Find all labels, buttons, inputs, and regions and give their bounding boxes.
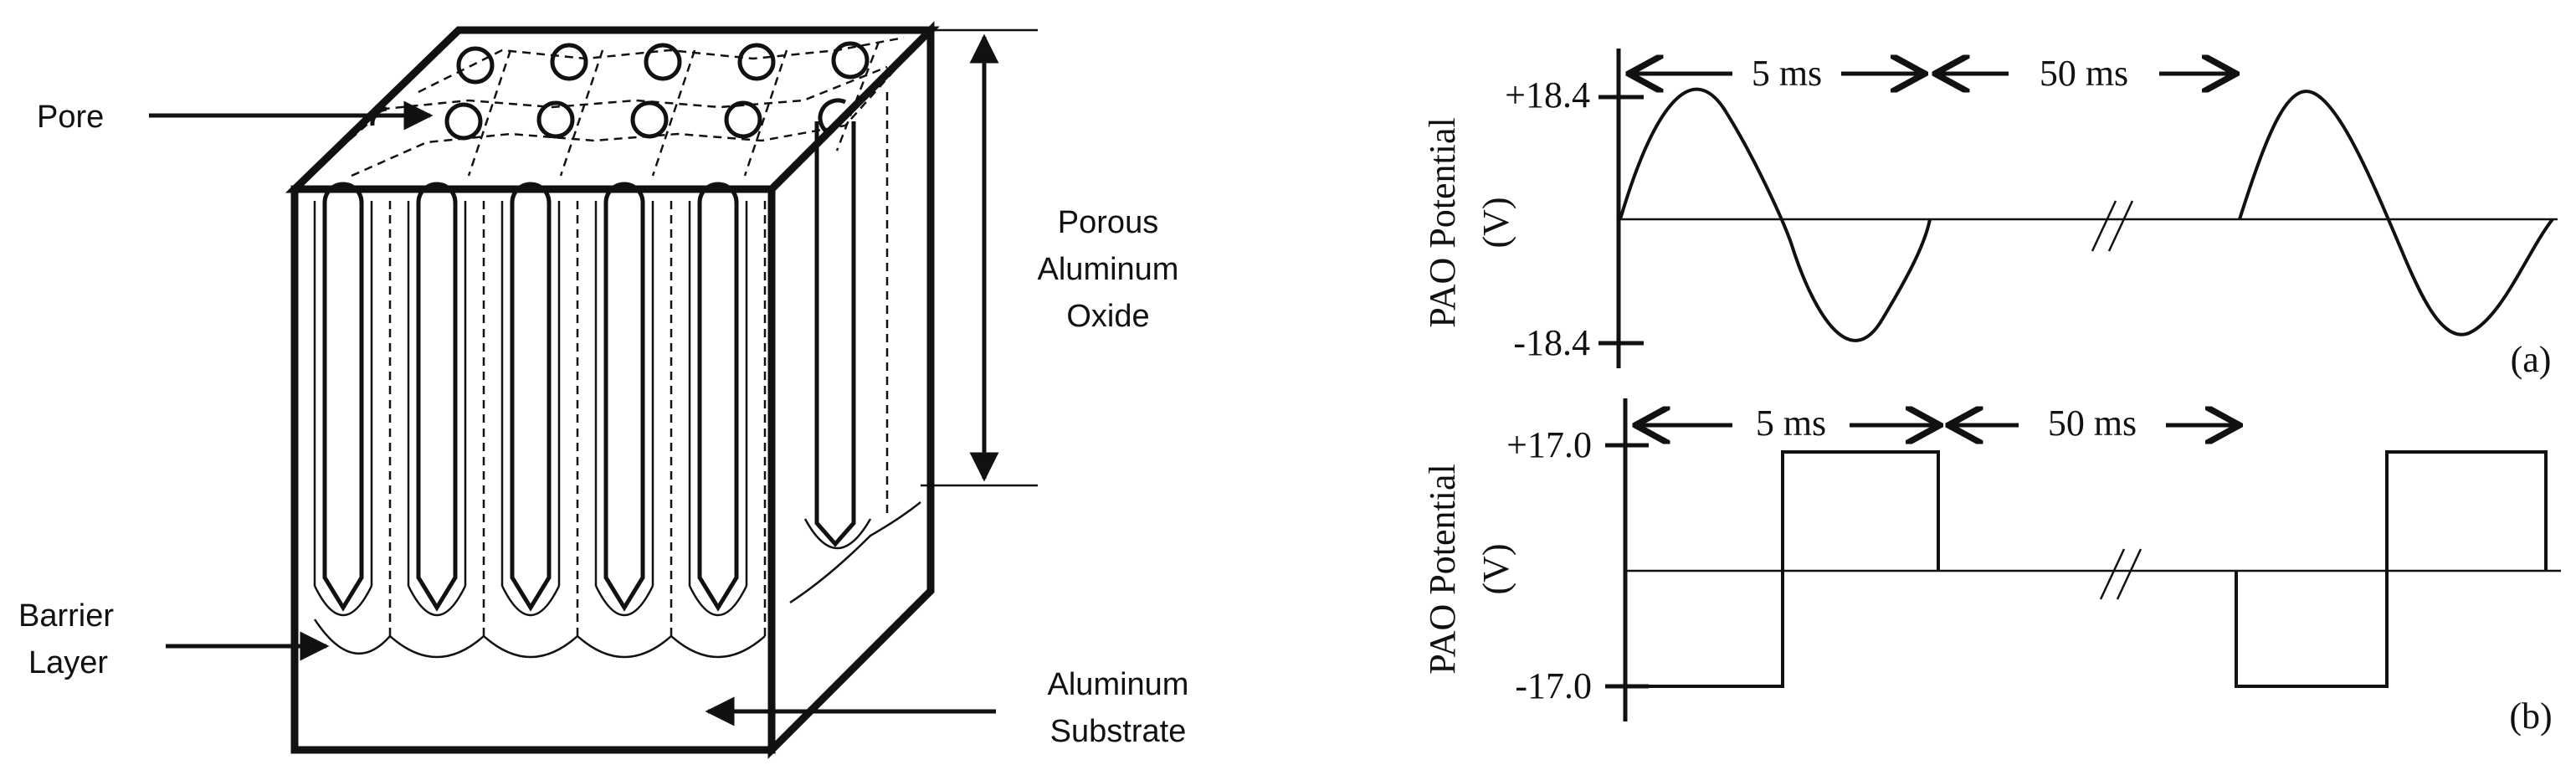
panel-a-min-label: -18.4 bbox=[1513, 322, 1590, 363]
oxide-thickness-dimension bbox=[921, 28, 1038, 487]
pore-wall-lines bbox=[313, 201, 748, 586]
panel-a-gap-duration-label: 50 ms bbox=[2040, 53, 2128, 94]
panel-a-tag: (a) bbox=[2511, 339, 2552, 380]
panel-a-y-axis-unit: (V) bbox=[1475, 197, 1516, 248]
panel-b-axis-break bbox=[2099, 548, 2142, 600]
barrier-layer-scallops bbox=[313, 501, 921, 659]
porous-oxide-label-line3: Oxide bbox=[1066, 299, 1149, 334]
panel-b-gap-duration-label: 50 ms bbox=[2048, 403, 2137, 444]
panel-b-square-pulse-2 bbox=[2235, 450, 2548, 688]
barrier-layer-label-line2: Layer bbox=[28, 645, 108, 680]
panel-b-max-label: +17.0 bbox=[1506, 424, 1592, 465]
substrate-label-line1: Aluminum bbox=[1048, 667, 1189, 702]
panel-a-sine-pulse-1 bbox=[1619, 87, 1932, 342]
pore-label: Pore bbox=[37, 100, 104, 135]
panel-b-min-label: -17.0 bbox=[1515, 665, 1592, 706]
panel-a-sine-waveform: +18.4 -18.4 PAO Potential (V) 5 ms 50 ms… bbox=[1422, 49, 2558, 380]
panel-a-max-label: +18.4 bbox=[1505, 74, 1590, 116]
porous-oxide-label-line2: Aluminum bbox=[1038, 252, 1179, 287]
porous-oxide-label-line1: Porous bbox=[1058, 205, 1158, 240]
panel-a-pulse-duration-label: 5 ms bbox=[1752, 53, 1822, 94]
panel-b-square-waveform: +17.0 -17.0 PAO Potential (V) 5 ms 50 ms… bbox=[1422, 398, 2561, 737]
barrier-layer-label-line1: Barrier bbox=[18, 598, 114, 634]
panel-b-y-axis-unit: (V) bbox=[1475, 543, 1516, 594]
panel-b-y-axis-title: PAO Potential bbox=[1422, 464, 1463, 674]
panel-b-square-pulse-1 bbox=[1649, 450, 1940, 688]
panel-b-tag: (b) bbox=[2509, 696, 2552, 737]
pao-structure-diagram: Pore Porous Aluminum Oxide Barrier Layer… bbox=[18, 21, 1189, 759]
panel-b-pulse-duration-label: 5 ms bbox=[1756, 403, 1826, 444]
panel-a-sine-pulse-2 bbox=[2238, 90, 2554, 336]
panel-a-axis-break bbox=[2091, 200, 2134, 252]
pore-channels bbox=[322, 121, 856, 612]
panel-a-y-axis-title: PAO Potential bbox=[1422, 117, 1463, 327]
cell-walls bbox=[388, 92, 889, 636]
substrate-label-line2: Substrate bbox=[1050, 714, 1187, 749]
pore-openings bbox=[370, 41, 870, 141]
